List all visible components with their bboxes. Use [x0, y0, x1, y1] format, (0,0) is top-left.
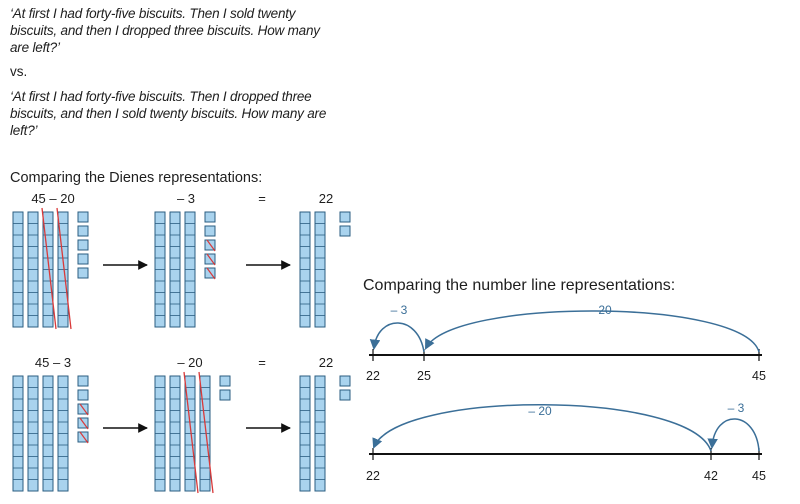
number-line-2-jump-minus-3: [707, 418, 760, 452]
number-line-1: 22 25 45 – 3 – 20: [366, 303, 766, 383]
story-2-line-2: biscuits, and then I sold twenty biscuit…: [10, 106, 327, 121]
row1-start-cross-ten-1: [41, 207, 57, 330]
row2-start-unit-cube-2: [77, 389, 89, 401]
dienes-arrows: [103, 260, 291, 433]
row1-start-unit-cube-5: [77, 267, 89, 279]
row2-start-unit-cube-3-cross: [79, 403, 89, 416]
number-line-2-label-45: 45: [752, 469, 766, 483]
number-line-1-jump-minus-20: [425, 310, 760, 353]
number-line-2-jump-minus-3-label: – 3: [728, 401, 745, 415]
number-line-1-jump-minus-3: [369, 322, 425, 353]
vs-text: vs.: [10, 64, 28, 79]
row1-step-unit-cube-5-cross: [206, 267, 216, 280]
row2-label-start: 45 – 3: [34, 355, 72, 370]
row1-start-cross-ten-2: [56, 207, 72, 330]
number-line-1-label-25: 25: [417, 369, 431, 383]
story-1-line-1: ‘At first I had forty-five biscuits. The…: [10, 6, 296, 21]
number-line-2-jump-minus-20-label: – 20: [528, 404, 552, 418]
row1-start-unit-cube-1: [77, 211, 89, 223]
dienes-diagram: [12, 207, 351, 494]
number-line-1-jump-minus-20-label: – 20: [588, 303, 612, 317]
row1-step-unit-cube-1: [204, 211, 216, 223]
row1-start-unit-cube-2: [77, 225, 89, 237]
row1-step-unit-cube-4-cross: [206, 253, 216, 266]
number-line-heading: Comparing the number line representation…: [363, 277, 676, 294]
story-2-line-3: left?’: [10, 123, 38, 138]
row1-step-unit-cube-2: [204, 225, 216, 237]
row2-result-unit-cube-1: [339, 375, 351, 387]
number-line-1-label-22: 22: [366, 369, 380, 383]
row1-label-subtract: – 3: [176, 191, 196, 206]
row2-start-unit-cube-5-cross: [79, 431, 89, 444]
number-lines-diagram: 22 25 45 – 3 – 20 22 42 45 – 20 – 3: [366, 303, 766, 483]
row1-result: 22: [318, 191, 334, 206]
row1-label-start: 45 – 20: [31, 191, 75, 206]
story-1-line-3: are left?’: [10, 40, 60, 55]
number-line-2-label-42: 42: [704, 469, 718, 483]
row1-start-unit-cube-3: [77, 239, 89, 251]
row2-start-unit-cube-1: [77, 375, 89, 387]
row2-step-unit-cube-2: [219, 389, 231, 401]
row2-label-subtract: – 20: [177, 355, 203, 370]
row1-result-unit-cube-2: [339, 225, 351, 237]
story-2-line-1: ‘At first I had forty-five biscuits. The…: [10, 89, 312, 104]
number-line-2: 22 42 45 – 20 – 3: [366, 401, 766, 483]
row2-step-unit-cube-1: [219, 375, 231, 387]
number-line-1-label-45: 45: [752, 369, 766, 383]
row2-step-cross-ten-2: [198, 371, 214, 494]
row2-result: 22: [318, 355, 334, 370]
row2-result-unit-cube-2: [339, 389, 351, 401]
story-1-line-2: biscuits, and then I dropped three biscu…: [10, 23, 320, 38]
row1-equals: =: [258, 191, 266, 206]
row1-result-unit-cube-1: [339, 211, 351, 223]
row1-start-unit-cube-4: [77, 253, 89, 265]
dienes-heading: Comparing the Dienes representations:: [10, 170, 263, 186]
row2-start-unit-cube-4-cross: [79, 417, 89, 430]
row2-equals: =: [258, 355, 266, 370]
row1-step-unit-cube-3-cross: [206, 239, 216, 252]
number-line-2-label-22: 22: [366, 469, 380, 483]
row2-step-cross-ten-1: [183, 371, 199, 494]
number-line-1-jump-minus-3-label: – 3: [391, 303, 408, 317]
number-line-2-jump-minus-20: [372, 404, 712, 452]
